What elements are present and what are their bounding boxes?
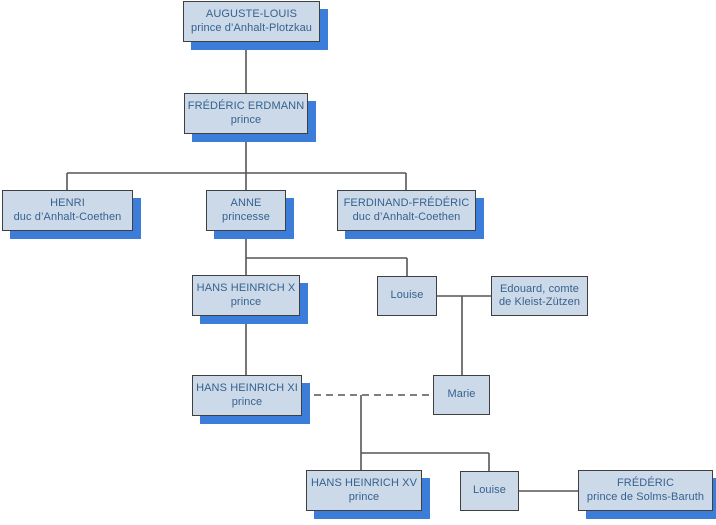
node-subtitle: duc d’Anhalt-Coethen [13, 210, 122, 223]
node-subtitle: princesse [222, 210, 270, 223]
node-title: FRÉDÉRIC [616, 477, 675, 490]
node-marie[interactable]: Marie [433, 375, 490, 415]
node-subtitle: de Kleist-Zützen [498, 296, 581, 308]
node-subtitle: duc d’Anhalt-Coethen [352, 210, 461, 223]
node-subtitle: prince [348, 490, 380, 503]
node-title: HENRI [50, 197, 85, 210]
node-title: Louise [390, 289, 424, 302]
node-subtitle: prince de Solms-Baruth [586, 490, 705, 503]
node-title: Edouard, comte [499, 282, 580, 295]
node-title: Louise [472, 484, 506, 497]
node-louise-2[interactable]: Louise [460, 471, 519, 511]
node-title: FRÉDÉRIC ERDMANN [187, 100, 305, 113]
node-title: HANS HEINRICH XV [310, 477, 418, 490]
node-subtitle: prince [230, 113, 262, 126]
node-title: ANNE [230, 197, 262, 210]
node-title: HANS HEINRICH X [196, 282, 296, 295]
node-title: FERDINAND-FRÉDÉRIC [343, 197, 470, 210]
node-subtitle: prince [231, 395, 263, 408]
node-title: Marie [447, 388, 476, 401]
node-subtitle: prince [230, 295, 262, 308]
node-title: AUGUSTE-LOUIS [205, 8, 298, 21]
node-louise-1[interactable]: Louise [377, 276, 437, 316]
node-subtitle: prince d’Anhalt-Plotzkau [190, 21, 313, 34]
node-title: HANS HEINRICH XI [196, 382, 298, 395]
